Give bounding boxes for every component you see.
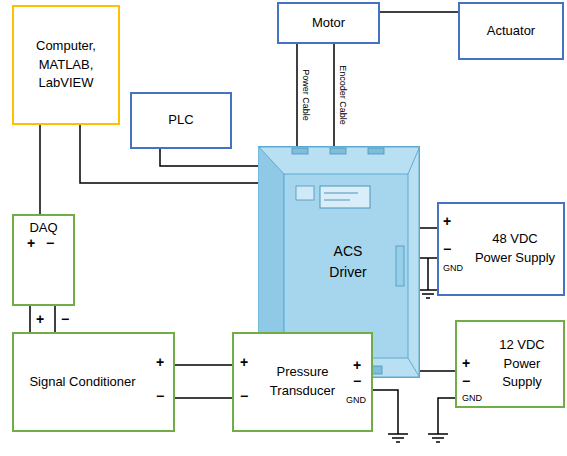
driver-part xyxy=(296,186,314,200)
connector-line xyxy=(39,125,41,214)
daq-box: DAQ xyxy=(12,214,75,306)
polarity-mark: − xyxy=(240,389,248,403)
actuator-box: Actuator xyxy=(458,2,564,60)
ground-symbol xyxy=(388,433,408,435)
polarity-mark: − xyxy=(156,389,164,403)
node-label: Actuator xyxy=(487,22,535,41)
node-label: 48 VDC Power Supply xyxy=(473,230,557,268)
ground-wire xyxy=(438,398,455,434)
computer-box: Computer, MATLAB, LabVIEW xyxy=(12,5,120,125)
driver-part xyxy=(396,246,404,286)
plc-box: PLC xyxy=(130,92,232,149)
polarity-mark: + xyxy=(462,356,470,370)
driver-part xyxy=(258,146,420,147)
driver-part xyxy=(330,148,346,154)
polarity-mark: − xyxy=(46,236,54,250)
driver-part xyxy=(292,148,308,154)
ground-symbol xyxy=(422,293,434,295)
polarity-mark: − xyxy=(353,374,361,388)
driver-part xyxy=(284,174,408,358)
node-label: 12 VDC Power Supply xyxy=(487,336,557,393)
connector-line xyxy=(296,44,298,146)
ground-symbol xyxy=(428,433,448,435)
ground-symbol xyxy=(432,437,444,439)
node-label: ACS Driver xyxy=(322,241,374,283)
power-supply-box: 48 VDC Power Supply xyxy=(437,202,565,296)
node-label: Motor xyxy=(312,14,345,33)
polarity-mark: + xyxy=(36,312,44,326)
polarity-mark: + xyxy=(27,236,35,250)
connector-line xyxy=(175,364,232,366)
polarity-mark: + xyxy=(443,214,451,228)
polarity-mark: + xyxy=(353,358,361,372)
connector-line xyxy=(420,257,437,259)
connector-line xyxy=(54,306,56,332)
ground-wire xyxy=(427,258,429,290)
connector-line xyxy=(160,149,258,166)
polarity-mark: + xyxy=(240,355,248,369)
connector-line xyxy=(175,397,232,399)
connector-line xyxy=(29,306,31,332)
cable-label: Power Cable xyxy=(300,69,310,121)
driver-part xyxy=(320,186,370,208)
node-label: PLC xyxy=(168,111,193,130)
driver-part xyxy=(324,200,350,201)
node-label: Computer, MATLAB, LabVIEW xyxy=(22,37,110,94)
transducer-box: Pressure Transducer xyxy=(232,332,373,432)
cable-label: Encoder Cable xyxy=(337,65,347,125)
ground-wire xyxy=(373,390,398,434)
ground-label: GND xyxy=(462,394,482,403)
ground-symbol xyxy=(426,297,430,299)
polarity-mark: + xyxy=(156,355,164,369)
driver-part xyxy=(324,193,358,194)
ground-symbol xyxy=(392,437,404,439)
polarity-mark: − xyxy=(61,312,69,326)
ground-symbol xyxy=(436,441,440,443)
motor-box: Motor xyxy=(277,2,380,44)
polarity-mark: − xyxy=(462,374,470,388)
node-label: Signal Conditioner xyxy=(29,373,135,392)
node-label: Pressure Transducer xyxy=(262,363,343,401)
polarity-mark: − xyxy=(443,242,451,256)
ground-label: GND xyxy=(346,396,366,405)
ground-symbol xyxy=(418,289,438,291)
connector-line xyxy=(333,44,335,146)
connector-line xyxy=(380,11,458,13)
ground-label: GND xyxy=(443,264,463,273)
driver-part xyxy=(408,358,420,378)
ground-symbol xyxy=(396,441,400,443)
connector-line xyxy=(420,227,437,229)
driver-part xyxy=(368,148,384,154)
driver-part xyxy=(408,146,420,174)
signal-conditioner-box: Signal Conditioner xyxy=(12,332,175,432)
